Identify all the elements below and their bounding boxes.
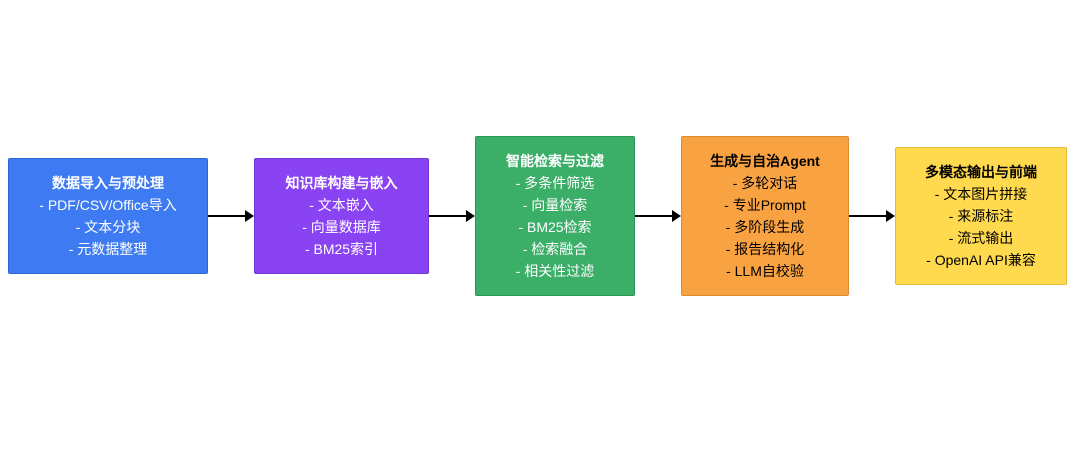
node-multimodal-output-frontend: 多模态输出与前端 - 文本图片拼接 - 来源标注 - 流式输出 - OpenAI…: [895, 147, 1067, 285]
node-item: - 文本图片拼接: [934, 186, 1028, 202]
node-title: 生成与自治Agent: [710, 153, 820, 169]
node-title: 知识库构建与嵌入: [285, 175, 398, 191]
arrow-line: [208, 215, 245, 217]
node-item: - 相关性过滤: [515, 263, 595, 279]
node-item: - 向量数据库: [302, 219, 381, 235]
flow-arrow: [429, 210, 475, 222]
node-title: 多模态输出与前端: [925, 164, 1037, 180]
node-item: - 文本分块: [75, 219, 141, 235]
arrow-line: [429, 215, 466, 217]
node-generation-autonomous-agent: 生成与自治Agent - 多轮对话 - 专业Prompt - 多阶段生成 - 报…: [681, 136, 849, 296]
node-item: - 报告结构化: [725, 241, 805, 257]
arrow-line: [849, 215, 886, 217]
node-item: - 检索融合: [522, 241, 588, 257]
pipeline-flow: 数据导入与预处理 - PDF/CSV/Office导入 - 文本分块 - 元数据…: [8, 136, 1067, 296]
node-item: - LLM自校验: [726, 263, 804, 279]
flow-arrow: [849, 210, 895, 222]
node-item: - OpenAI API兼容: [926, 252, 1036, 268]
arrow-head-icon: [245, 210, 254, 222]
node-intelligent-retrieval-filtering: 智能检索与过滤 - 多条件筛选 - 向量检索 - BM25检索 - 检索融合 -…: [475, 136, 635, 296]
node-data-import-preprocessing: 数据导入与预处理 - PDF/CSV/Office导入 - 文本分块 - 元数据…: [8, 158, 208, 274]
node-item: - 向量检索: [522, 197, 588, 213]
node-item: - PDF/CSV/Office导入: [39, 197, 177, 213]
node-item: - 多轮对话: [732, 175, 798, 191]
node-item: - BM25检索: [518, 219, 592, 235]
flow-arrow: [208, 210, 254, 222]
arrow-line: [635, 215, 672, 217]
node-item: - 专业Prompt: [724, 197, 806, 213]
node-knowledge-base-embedding: 知识库构建与嵌入 - 文本嵌入 - 向量数据库 - BM25索引: [254, 158, 429, 274]
node-item: - 多条件筛选: [515, 175, 595, 191]
node-item: - 多阶段生成: [725, 219, 805, 235]
arrow-head-icon: [886, 210, 895, 222]
node-title: 智能检索与过滤: [506, 153, 604, 169]
node-item: - BM25索引: [304, 241, 379, 257]
arrow-head-icon: [672, 210, 681, 222]
node-item: - 流式输出: [948, 230, 1014, 246]
node-item: - 元数据整理: [68, 241, 148, 257]
node-title: 数据导入与预处理: [52, 175, 164, 191]
node-item: - 文本嵌入: [309, 197, 374, 213]
arrow-head-icon: [466, 210, 475, 222]
node-item: - 来源标注: [948, 208, 1014, 224]
flow-arrow: [635, 210, 681, 222]
